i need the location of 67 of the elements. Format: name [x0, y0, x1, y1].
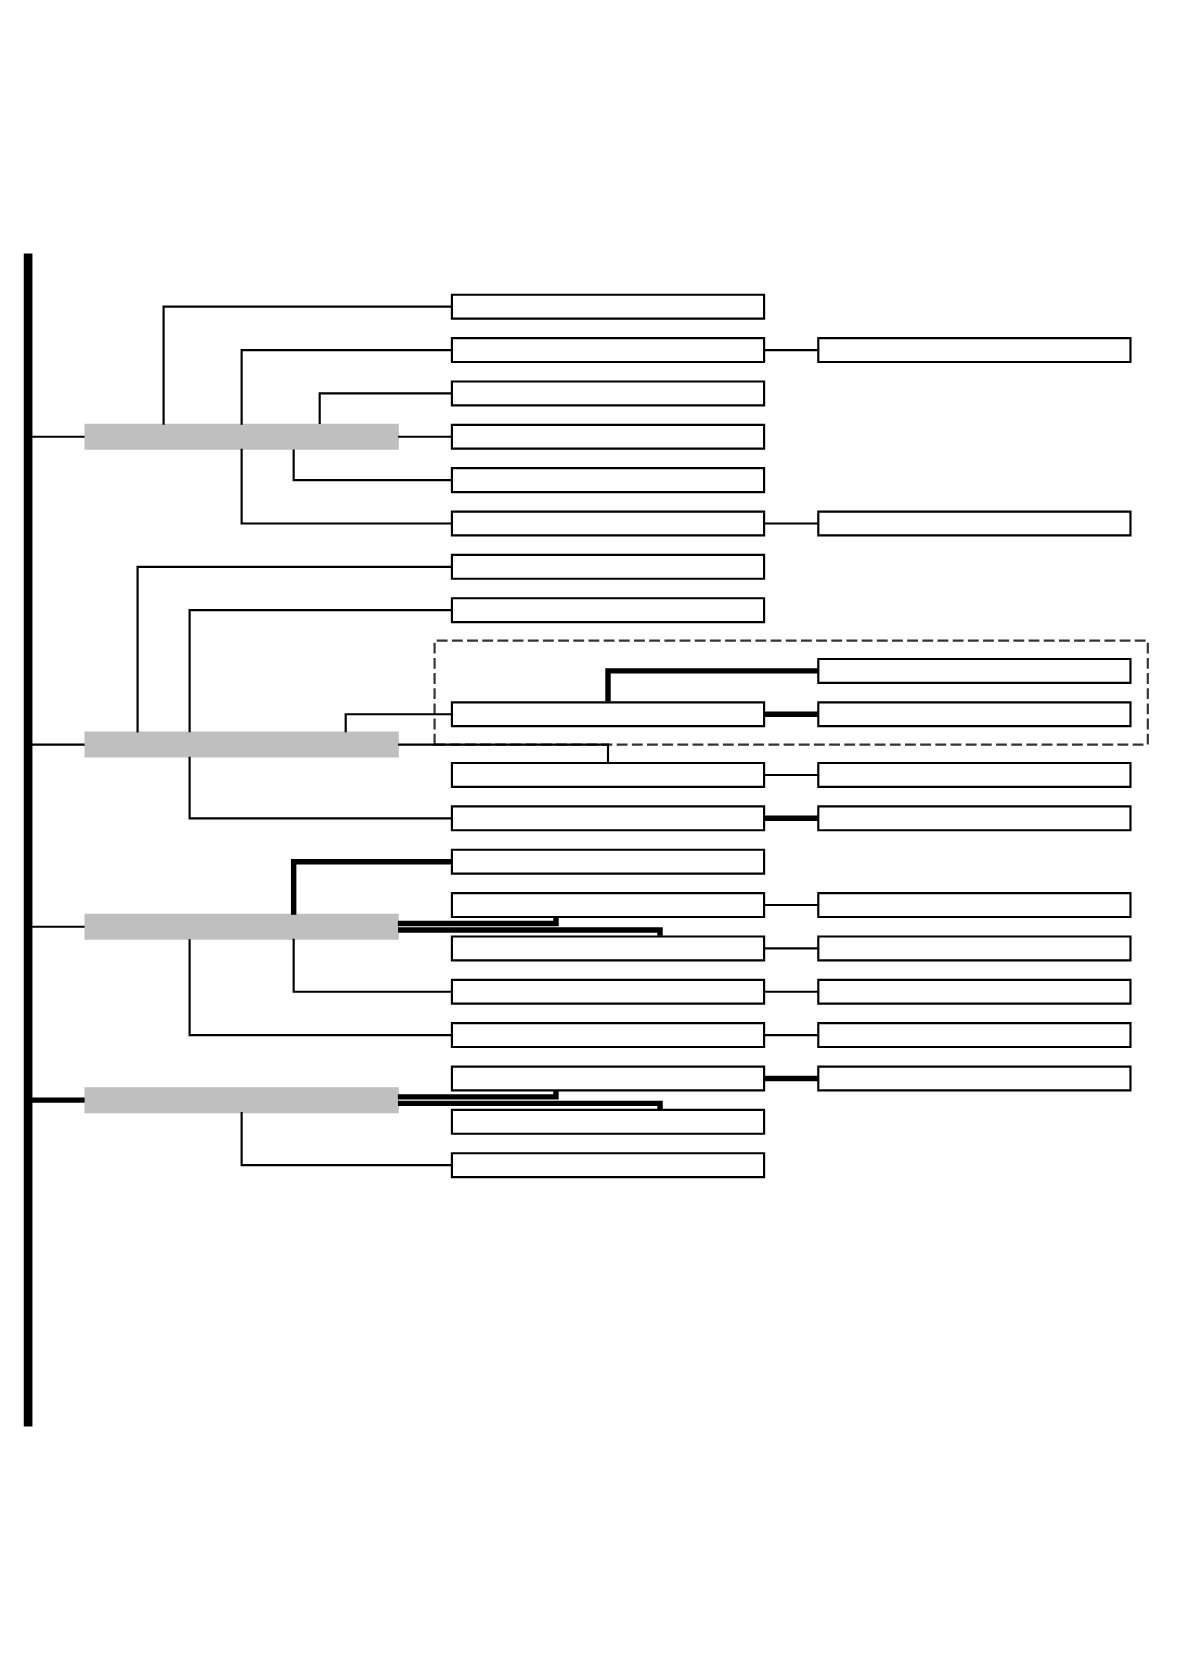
connector	[188, 608, 452, 732]
connector	[162, 304, 452, 424]
node-box	[450, 847, 766, 874]
node-box	[450, 760, 766, 787]
node-box	[450, 336, 766, 363]
connector	[764, 946, 818, 949]
connector	[764, 989, 818, 992]
node-bar	[84, 730, 399, 757]
node-box	[450, 700, 766, 727]
connector	[290, 857, 452, 914]
node-box	[450, 1021, 766, 1048]
connector	[605, 667, 818, 701]
connector	[398, 434, 452, 437]
node-box	[817, 1064, 1132, 1091]
connector	[240, 1111, 452, 1166]
node-box	[450, 422, 766, 449]
cluster	[433, 638, 1149, 745]
node-box	[450, 804, 766, 831]
node-box	[817, 804, 1132, 831]
node-box	[450, 977, 766, 1004]
node-box	[817, 509, 1132, 536]
connector	[764, 902, 818, 906]
node-box	[450, 891, 766, 918]
node-bar	[84, 422, 399, 449]
connector	[397, 1090, 559, 1099]
node-box	[450, 292, 766, 319]
node-box	[450, 596, 766, 623]
node-box	[817, 934, 1132, 961]
connector	[240, 347, 452, 424]
connector	[764, 521, 818, 524]
connector	[31, 1096, 85, 1102]
node-box	[450, 379, 766, 406]
node-box	[817, 656, 1132, 683]
node-box	[450, 509, 766, 536]
node-line	[23, 252, 33, 1426]
node-box	[450, 1064, 766, 1091]
node-box	[817, 760, 1132, 787]
node-box	[817, 336, 1132, 363]
connector	[31, 434, 85, 437]
node-box	[817, 977, 1132, 1004]
connector	[188, 938, 452, 1036]
connector	[764, 347, 818, 351]
node-box	[817, 1021, 1132, 1048]
node-box	[450, 934, 766, 961]
connector	[764, 1033, 818, 1036]
node-bar	[84, 912, 399, 939]
connector	[292, 937, 452, 992]
node-box	[450, 1151, 766, 1178]
node-bar	[84, 1086, 399, 1113]
node-box	[450, 552, 766, 579]
connector	[397, 916, 559, 926]
connector	[188, 755, 452, 819]
connector	[764, 772, 818, 776]
node-box	[450, 1107, 766, 1134]
connector	[398, 926, 663, 935]
connector	[318, 391, 452, 423]
node-box	[817, 700, 1132, 727]
connector	[136, 564, 452, 732]
connector	[31, 742, 85, 745]
connector	[764, 814, 818, 821]
node-box	[450, 466, 766, 493]
connector	[31, 924, 85, 927]
node-box	[817, 891, 1132, 918]
connector	[292, 448, 452, 481]
connector	[764, 1074, 818, 1081]
connector	[240, 447, 452, 524]
connector	[764, 710, 818, 716]
